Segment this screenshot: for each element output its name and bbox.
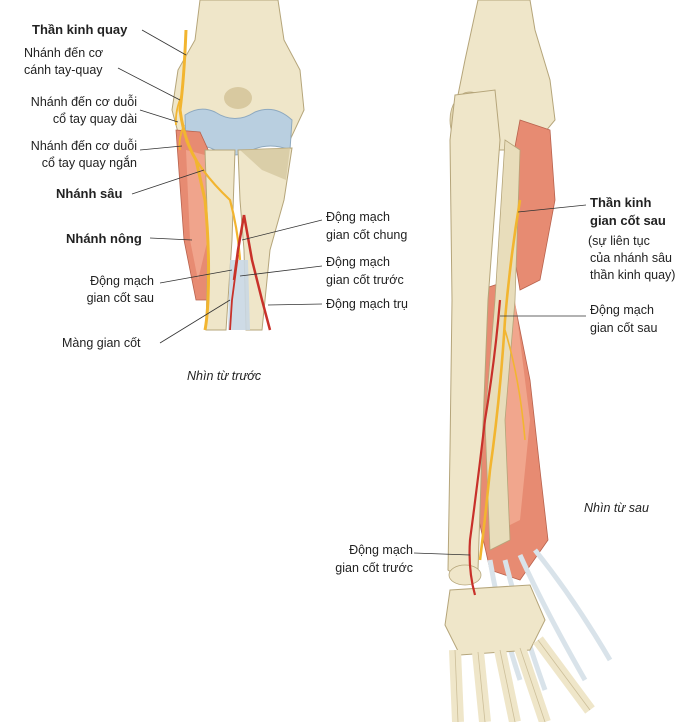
label-post-interosseous-nerve-2: gian cốt sau — [590, 213, 666, 228]
label-post-interosseous-artery-2: gian cốt sau — [86, 291, 154, 305]
radial-nerve-anterior — [178, 29, 211, 331]
label-post-interosseous-artery-1: Động mạch — [90, 274, 154, 288]
label-ulnar-artery: Động mạch trụ — [326, 297, 408, 311]
label-continuation-2: của nhánh sâu — [590, 251, 673, 265]
caption-posterior-view: Nhìn từ sau — [584, 501, 649, 515]
label-interosseous-membrane: Màng gian cốt — [62, 336, 141, 350]
label-post-interosseous-artery-posterior-2: gian cốt sau — [590, 321, 658, 335]
posterior-interosseous-nerve — [478, 199, 522, 561]
ulna-anterior — [237, 147, 293, 331]
label-ant-interosseous-artery-1: Động mạch — [326, 255, 390, 269]
hand-bones-posterior — [444, 584, 546, 656]
label-ant-interosseous-artery-posterior-2: gian cốt trước — [335, 561, 413, 575]
label-ant-interosseous-artery-posterior-1: Động mạch — [349, 543, 413, 557]
label-branch-brachioradialis-2: cánh tay-quay — [24, 63, 103, 77]
leader-lines — [117, 29, 587, 556]
fossa-anterior — [224, 87, 252, 109]
label-branch-ecrb-2: cổ tay quay ngắn — [41, 156, 137, 170]
label-ant-interosseous-artery-2: gian cốt trước — [326, 273, 404, 287]
label-post-interosseous-artery-posterior-1: Động mạch — [590, 303, 654, 317]
label-branch-ecrl-1: Nhánh đến cơ duỗi — [30, 95, 137, 109]
anterior-view-drawing — [171, 0, 305, 331]
label-continuation-1: (sự liên tục — [588, 234, 650, 248]
label-branch-ecrl-2: cổ tay quay dài — [52, 112, 137, 126]
label-deep-branch: Nhánh sâu — [56, 186, 123, 201]
label-post-interosseous-nerve-1: Thần kinh — [590, 195, 652, 210]
caption-anterior-view: Nhìn từ trước — [187, 369, 262, 383]
label-branch-brachioradialis-1: Nhánh đến cơ — [24, 46, 104, 60]
label-superficial-branch: Nhánh nông — [66, 231, 142, 246]
arteries-posterior — [468, 299, 502, 596]
label-radial-nerve: Thần kinh quay — [32, 22, 128, 37]
label-continuation-3: thần kinh quay) — [590, 268, 676, 282]
label-common-interosseous-artery-2: gian cốt chung — [326, 228, 408, 242]
posterior-view-drawing — [444, 0, 613, 722]
label-branch-ecrb-1: Nhánh đến cơ duỗi — [30, 139, 137, 153]
label-common-interosseous-artery-1: Động mạch — [326, 210, 390, 224]
